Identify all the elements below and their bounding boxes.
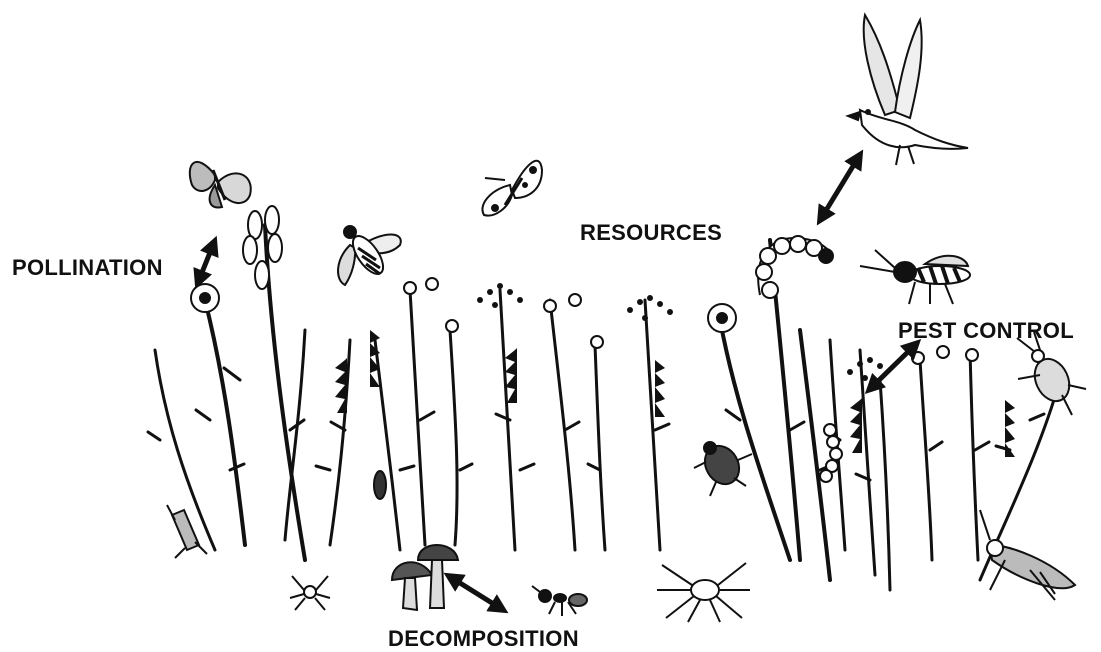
shield-bug-right [1017,332,1086,415]
butterfly-left [190,162,251,208]
resources-arrow [822,158,858,217]
pollination-label: POLLINATION [12,255,163,281]
beetle-small [374,471,386,499]
pollination-arrow [199,245,213,280]
decomposition-arrow [452,578,500,608]
decomposition-label: DECOMPOSITION [388,626,579,652]
caterpillar-upper [756,236,833,298]
grasshopper-right [980,510,1075,600]
lupine-flower [243,206,282,289]
spider-small [290,576,330,610]
mushrooms [392,545,458,610]
butterfly-center [482,161,542,216]
beetle-center [694,440,752,496]
bird-in-flight [848,15,968,165]
umbel-clusters [477,283,883,381]
ant [532,586,587,616]
spider-large [657,563,750,622]
hoverfly [338,226,401,285]
wasp [860,250,970,304]
resources-label: RESOURCES [580,220,722,246]
pest-control-label: PEST CONTROL [898,318,1074,344]
